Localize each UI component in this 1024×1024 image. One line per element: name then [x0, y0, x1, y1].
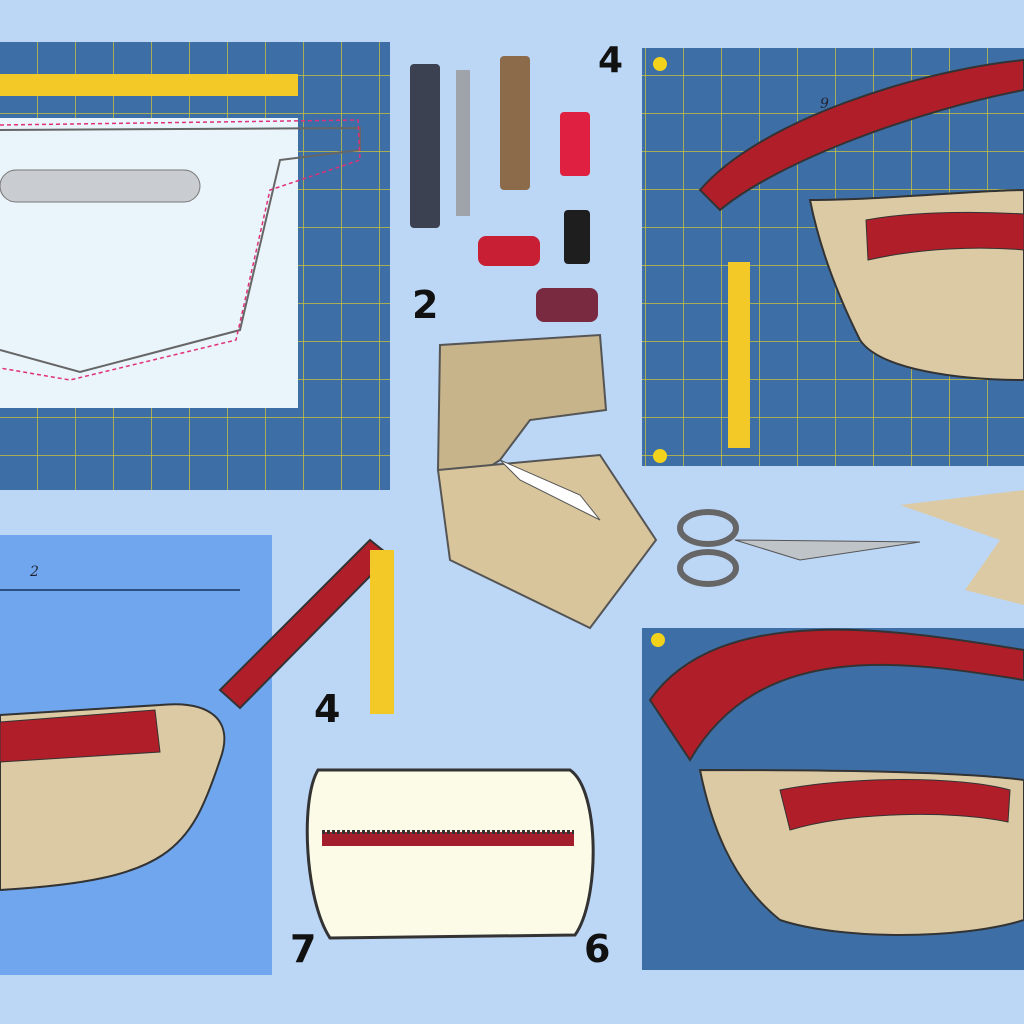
cutting-mat-top-right: 9	[642, 48, 1024, 466]
step-number-top: 4	[598, 40, 623, 81]
step-number-pouch-left: 7	[290, 927, 316, 971]
sewing-machine	[436, 333, 658, 630]
ruler	[0, 74, 298, 96]
mat-mark-top-right: 9	[820, 96, 829, 112]
bottom-left-panel: 2 4	[0, 535, 394, 975]
pattern-paper	[0, 118, 298, 408]
scissors	[677, 509, 921, 587]
cutting-mat-bottom-right	[642, 628, 1024, 970]
panel-mark-left: 2	[29, 564, 39, 580]
step-number-pouch-right: 6	[584, 927, 610, 971]
zipper-pouch: 7 6	[290, 768, 610, 971]
fabric-piece	[900, 490, 1024, 605]
thread-spools: 4 2	[410, 40, 623, 327]
cutting-mat-top-left	[0, 42, 390, 490]
step-number-thread: 2	[412, 283, 438, 327]
step-number-ruler: 4	[314, 687, 340, 731]
